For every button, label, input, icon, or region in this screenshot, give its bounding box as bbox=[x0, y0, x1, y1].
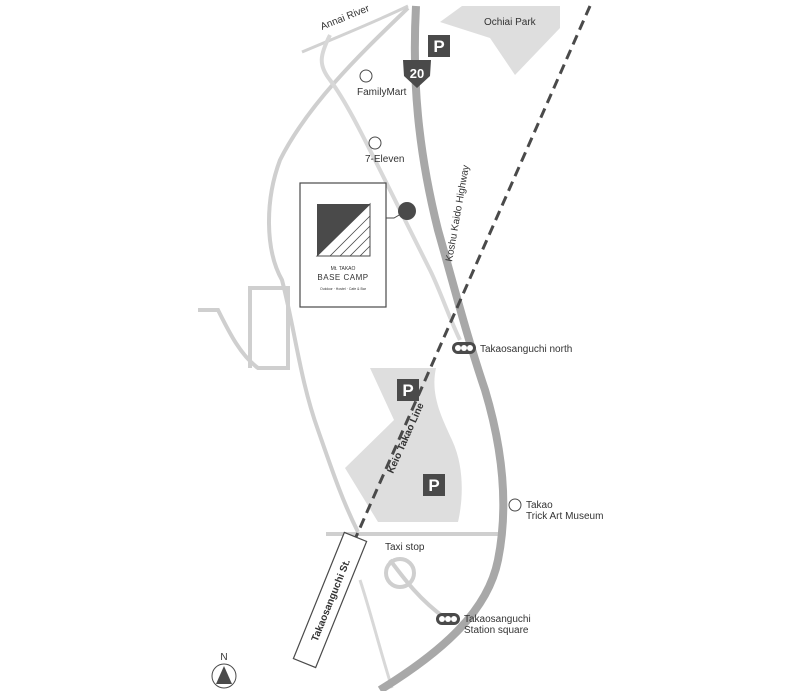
parking-sign[interactable]: P bbox=[397, 379, 419, 401]
route-20-shield: 20 bbox=[403, 60, 431, 88]
takaosanguchi-street: Takaosanguchi St. bbox=[292, 531, 368, 669]
inner-road bbox=[319, 34, 462, 341]
base-camp-small-title: Mt. TAKAO bbox=[331, 266, 356, 272]
trick-art-museum-marker[interactable] bbox=[508, 498, 522, 512]
station-label-line2: Station square bbox=[464, 625, 529, 636]
seven-eleven-label: 7-Eleven bbox=[365, 154, 404, 165]
museum-label-line1: Takao bbox=[526, 500, 553, 511]
parking-sign[interactable]: P bbox=[428, 35, 450, 57]
museum-label-line2: Trick Art Museum bbox=[526, 511, 603, 522]
west-road bbox=[267, 6, 410, 533]
base-camp-title: BASE CAMP bbox=[317, 273, 368, 282]
seven-eleven-marker[interactable] bbox=[368, 136, 382, 150]
base-camp-location-marker[interactable] bbox=[398, 202, 416, 220]
north-arrow-icon: N bbox=[211, 652, 237, 689]
svg-text:N: N bbox=[220, 652, 227, 663]
highway-label: Koshu Kaido Highway bbox=[444, 164, 472, 262]
svg-text:P: P bbox=[402, 381, 413, 400]
taxi-stop-label: Taxi stop bbox=[385, 542, 425, 553]
roundabout bbox=[384, 557, 416, 589]
ochiai-park-label: Ochiai Park bbox=[484, 17, 537, 28]
familymart-label: FamilyMart bbox=[357, 87, 407, 98]
signal-north-label: Takaosanguchi north bbox=[480, 344, 572, 355]
svg-text:20: 20 bbox=[410, 66, 424, 81]
annai-river-label: Annai River bbox=[319, 3, 372, 33]
annai-river bbox=[301, 4, 409, 54]
station-road bbox=[388, 558, 447, 620]
svg-text:P: P bbox=[433, 37, 444, 56]
svg-text:P: P bbox=[428, 476, 439, 495]
traffic-signal-north bbox=[452, 342, 476, 354]
keio-takao-line bbox=[350, 5, 592, 547]
familymart-marker[interactable] bbox=[359, 69, 373, 83]
ochiai-park-area bbox=[440, 6, 560, 75]
koshu-kaido-highway bbox=[377, 5, 508, 691]
base-camp-tagline: Outdoor · Hostel · Cafe & Bar bbox=[320, 287, 367, 291]
side-road-loop bbox=[198, 286, 290, 370]
south-road bbox=[358, 579, 394, 689]
station-label-line1: Takaosanguchi bbox=[464, 614, 531, 625]
base-camp-card[interactable]: Mt. TAKAO BASE CAMP Outdoor · Hostel · C… bbox=[299, 182, 387, 308]
parking-sign[interactable]: P bbox=[423, 474, 445, 496]
traffic-signal-station bbox=[436, 613, 460, 625]
